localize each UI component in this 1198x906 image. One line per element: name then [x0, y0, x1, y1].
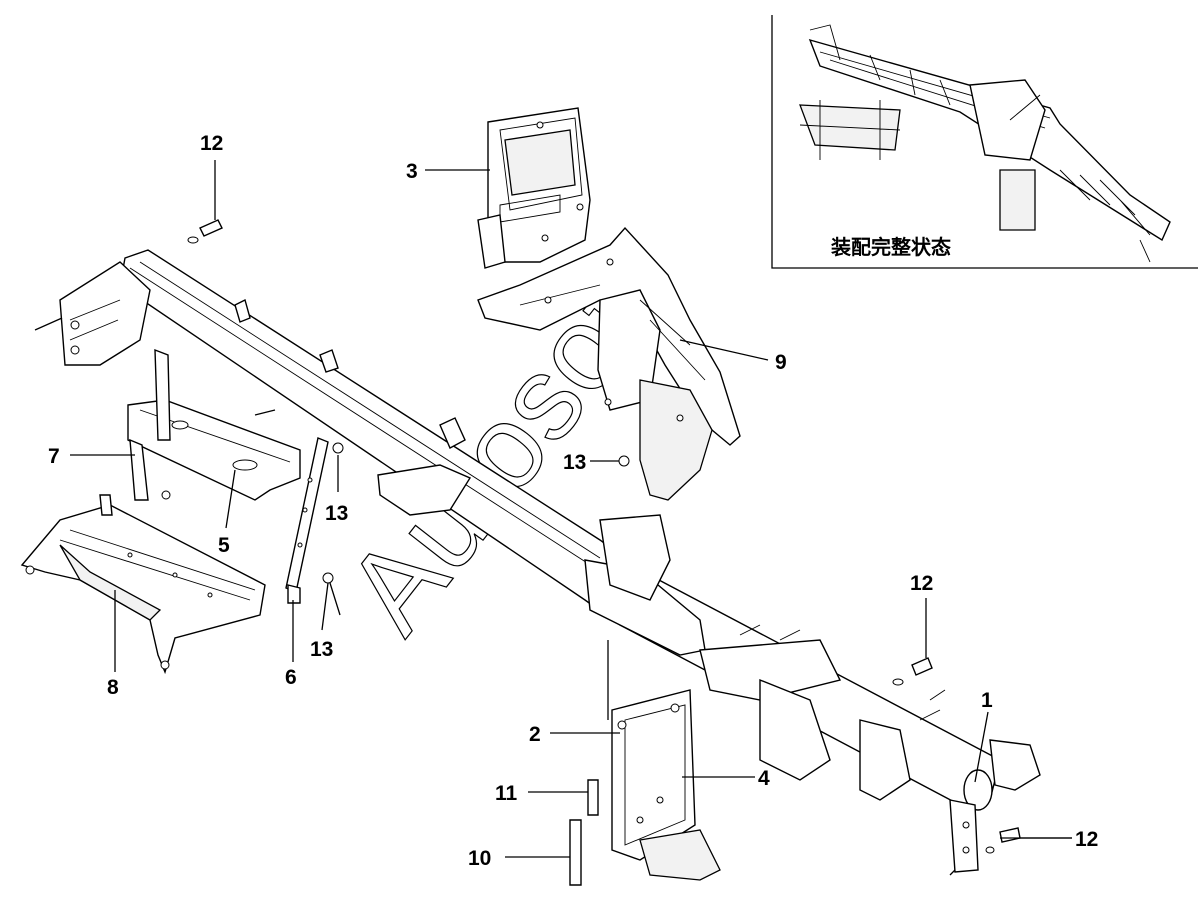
part-8-bottom-tray	[20, 494, 266, 675]
part-1-cross-car-beam	[34, 249, 1041, 876]
callout-9: 9	[775, 351, 787, 374]
callout-8: 8	[107, 676, 119, 699]
callout-10: 10	[468, 847, 491, 870]
callout-5: 5	[218, 534, 230, 557]
callout-12-right-upper: 12	[910, 572, 933, 595]
part-6-vertical-strap	[285, 437, 329, 604]
bolt-12-right-upper-icon	[892, 598, 933, 686]
callout-13-upper: 13	[325, 502, 348, 525]
leader-lines	[70, 169, 1072, 858]
assembled-inset: 装配完整状态	[771, 15, 1198, 269]
nut-13-upper-icon	[332, 442, 344, 492]
callout-12-left: 12	[200, 132, 223, 155]
nut-13-lower-icon	[321, 572, 341, 631]
callout-11: 11	[495, 782, 518, 805]
bolt-12-right-lower-icon	[985, 827, 1072, 854]
callout-2: 2	[529, 723, 541, 746]
callout-1: 1	[981, 689, 993, 712]
callout-13-lower: 13	[310, 638, 333, 661]
fastener-center-icon	[161, 490, 171, 500]
callout-6: 6	[285, 666, 297, 689]
part-4-lower-bracket	[607, 640, 721, 881]
inset-caption: 装配完整状态	[830, 235, 951, 259]
part-9-side-bracket	[477, 226, 741, 501]
callout-3: 3	[406, 160, 418, 183]
bolt-12-left-icon	[187, 160, 223, 244]
callout-13-center: 13	[563, 451, 586, 474]
part-11-short-pin	[587, 779, 599, 816]
part-7-side-bar	[129, 438, 149, 501]
callout-7: 7	[48, 445, 60, 468]
callout-4: 4	[758, 767, 770, 790]
part-3-upper-bracket	[477, 107, 591, 269]
nut-13-center-icon	[590, 455, 630, 467]
callout-12-right-lower: 12	[1075, 828, 1098, 851]
part-5-center-tray	[127, 348, 301, 501]
inset-assembly-drawing	[799, 24, 1171, 263]
part-10-long-pin	[569, 819, 582, 886]
